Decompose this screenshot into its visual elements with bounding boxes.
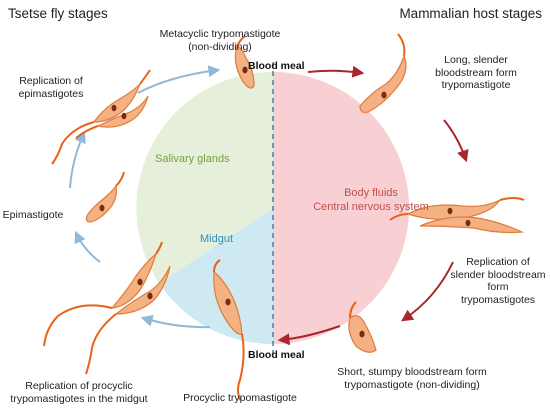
metacyclic-line-1: Metacyclic trypomastigote	[159, 28, 281, 40]
salivary-region	[136, 71, 273, 283]
blood-meal-label-top: Blood meal	[248, 60, 305, 72]
long-slender-line-3: trypomastigote	[441, 79, 511, 91]
arrow-long-slender-to-replication	[443, 119, 469, 163]
tsetse-heading: Tsetse fly stages	[8, 6, 108, 21]
short-stumpy-line-2: trypomastigote (non-dividing)	[344, 378, 480, 391]
long-slender-trypomastigote-cell	[359, 33, 407, 113]
label-procyclic: Procyclic trypomastigote	[170, 392, 310, 405]
epimastigote-line-1: Epimastigote	[2, 209, 64, 221]
procyclic-trypomastigote-cell	[213, 259, 245, 401]
label-replication-epi: Replication of epimastigotes	[10, 75, 92, 100]
procyclic-line-1: Procyclic trypomastigote	[183, 392, 297, 404]
body-fluids-cns-label: Body fluids Central nervous system	[303, 186, 439, 214]
arrow-epimastigote-to-replication-epi	[69, 130, 86, 189]
replication-slender-line-1: Replication of	[466, 256, 530, 268]
epimastigote-cell	[85, 171, 125, 223]
arrow-replication-epi-to-metacyclic	[137, 65, 221, 94]
label-replication-procyclic: Replication of procyclic trypomastigotes…	[4, 380, 154, 405]
label-long-slender: Long, slender bloodstream form trypomast…	[414, 54, 538, 92]
replication-procyclic-line-1: Replication of procyclic	[25, 380, 133, 392]
label-metacyclic: Metacyclic trypomastigote (non-dividing)	[140, 28, 300, 53]
replication-slender-line-4: trypomastigotes	[460, 293, 536, 306]
label-short-stumpy: Short, stumpy bloodstream form trypomast…	[326, 366, 498, 391]
replicating-slender-trypomastigote-cells	[389, 197, 525, 234]
body-fluids-text: Body fluids	[344, 187, 398, 199]
metacyclic-trypomastigote-cell	[234, 35, 255, 89]
replicating-procyclic-trypomastigote-cells	[43, 241, 171, 375]
short-stumpy-line-1: Short, stumpy bloodstream form	[337, 366, 487, 378]
label-epimastigote: Epimastigote	[0, 209, 66, 222]
arrow-replication-to-short-stumpy	[401, 261, 454, 322]
midgut-label: Midgut	[200, 233, 234, 245]
metacyclic-line-2: (non-dividing)	[188, 40, 252, 53]
arrow-procyclic-to-replication-procyclic	[140, 315, 211, 329]
replication-epi-line-1: Replication of	[19, 75, 83, 87]
arrow-metacyclic-to-long-slender	[307, 65, 365, 78]
label-replication-slender: Replication of slender bloodstream form …	[446, 256, 550, 306]
replication-slender-line-3: form	[487, 281, 509, 293]
replication-procyclic-line-2: trypomastigotes in the midgut	[10, 392, 148, 405]
replication-slender-line-2: slender bloodstream	[450, 268, 546, 281]
long-slender-line-1: Long, slender	[444, 54, 508, 66]
mammalian-heading: Mammalian host stages	[399, 6, 542, 21]
arrow-short-stumpy-to-midgut	[277, 325, 341, 346]
replicating-epimastigote-cells	[51, 69, 151, 165]
salivary-glands-label: Salivary glands	[155, 153, 230, 165]
arrow-replication-procyclic-to-epimastigote	[74, 230, 101, 263]
long-slender-line-2: bloodstream form	[435, 66, 517, 79]
short-stumpy-trypomastigote-cell	[348, 301, 377, 353]
blood-meal-label-bottom: Blood meal	[248, 349, 305, 361]
host-region	[273, 72, 409, 344]
replication-epi-line-2: epimastigotes	[18, 87, 84, 100]
cns-text: Central nervous system	[313, 201, 429, 213]
